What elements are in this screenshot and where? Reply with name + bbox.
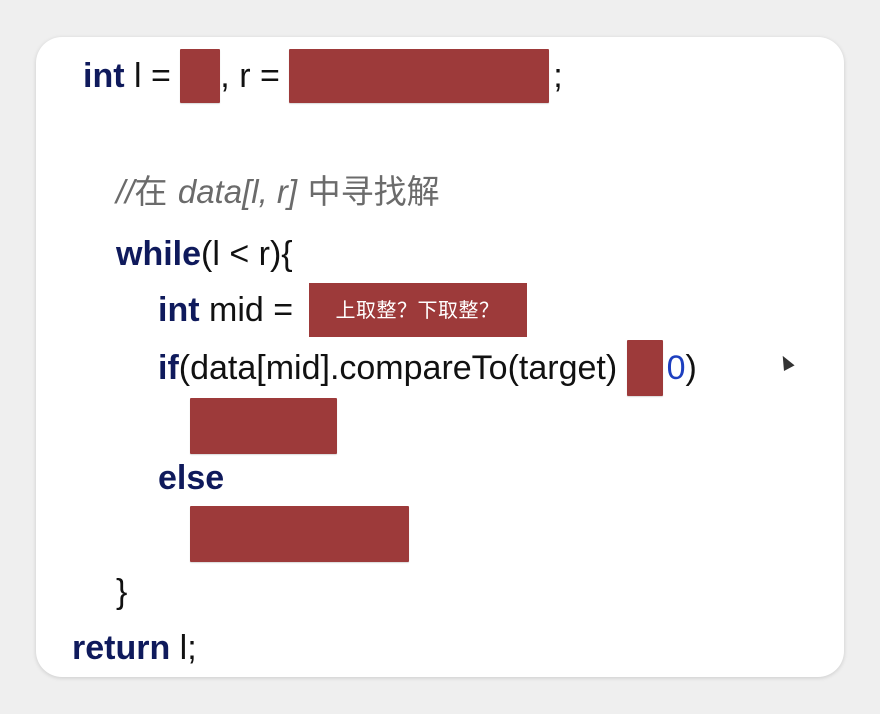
code-text: , r =: [220, 57, 290, 95]
code-line-close-brace: }: [116, 572, 127, 612]
code-comment: //在 data[l, r] 中寻找解: [116, 172, 440, 212]
comment-slashes: //: [116, 173, 135, 210]
code-text: l;: [170, 629, 197, 667]
comment-cjk-suffix: 中寻找解: [297, 172, 440, 211]
keyword-while: while: [116, 235, 202, 273]
code-line-if: if(data[mid].compareTo(target) 0): [158, 340, 697, 396]
code-line-mid: int mid = 上取整？下取整？: [158, 283, 527, 337]
closing-brace: }: [116, 573, 128, 611]
code-text: ;: [553, 57, 563, 95]
redacted-else-branch: [190, 506, 409, 562]
comment-range: data[l, r]: [177, 173, 298, 210]
slide-card: [36, 37, 844, 677]
keyword-return: return: [72, 629, 171, 667]
keyword-int: int: [158, 291, 200, 329]
code-line-init: int l = , r = ;: [83, 49, 563, 103]
code-line-else: else: [158, 458, 224, 498]
keyword-else: else: [158, 459, 225, 497]
code-line-while: while(l < r){: [116, 234, 293, 274]
comment-cjk-prefix: 在: [134, 172, 178, 211]
keyword-int: int: [83, 57, 125, 95]
code-text: ): [685, 349, 697, 387]
redacted-r-init: [289, 49, 550, 103]
number-zero: 0: [666, 349, 686, 387]
code-text: (data[mid].compareTo(target): [178, 349, 627, 387]
redacted-l-init: [180, 49, 221, 103]
redacted-operator: [626, 340, 663, 396]
code-text: (l < r){: [201, 235, 293, 273]
mid-hint-box: 上取整？下取整？: [308, 283, 527, 337]
keyword-if: if: [158, 349, 179, 387]
code-text: mid =: [199, 291, 303, 329]
code-text: l =: [124, 57, 181, 95]
code-line-return: return l;: [72, 628, 197, 668]
redacted-if-branch: [190, 398, 337, 454]
